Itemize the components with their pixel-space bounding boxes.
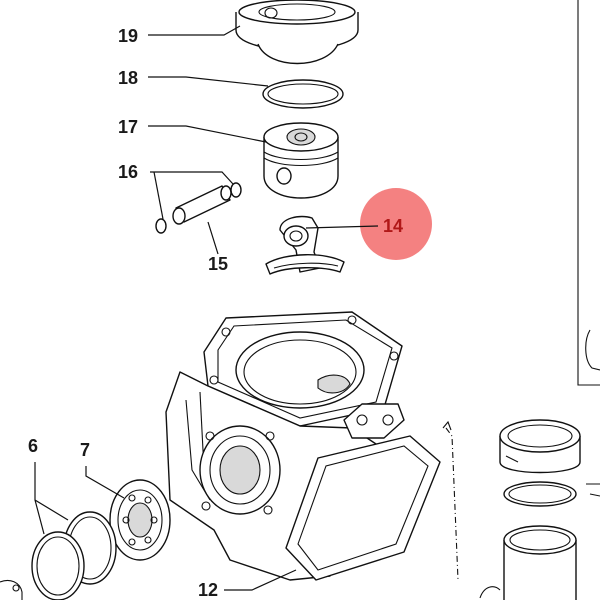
label-19: 19: [118, 26, 138, 46]
right-cylinder-parts: [499, 419, 600, 600]
part-19-cup: [235, 0, 359, 65]
label-7: 7: [80, 440, 90, 460]
assembly-axis-line: [445, 427, 459, 581]
leader-16a: [150, 171, 234, 185]
leader-6: [34, 462, 69, 535]
inset-frame: [577, 0, 600, 386]
highlight-circle: [360, 188, 432, 260]
part-14-connecting-rod: [265, 215, 345, 275]
part-6-seal-rings: [31, 511, 117, 600]
leader-7: [85, 466, 125, 499]
leader-12: [224, 569, 297, 591]
bottom-left-fragment: [0, 579, 23, 600]
part-7-ball-bearing: [109, 479, 171, 561]
label-18: 18: [118, 68, 138, 88]
leader-14: [305, 225, 379, 229]
part-12-crankcase: [165, 311, 441, 581]
label-16: 16: [118, 162, 138, 182]
label-17: 17: [118, 117, 138, 137]
label-6: 6: [28, 436, 38, 456]
part-17-piston: [263, 122, 339, 199]
part-15-piston-pin: [172, 185, 232, 225]
part-16-circlips: [155, 182, 242, 234]
bottom-ring-fragment: [479, 586, 501, 599]
inset-part-fragment: [585, 329, 600, 371]
leader-17: [148, 125, 267, 143]
part-18-o-ring: [262, 79, 344, 109]
leader-16b: [153, 171, 164, 220]
leader-15: [207, 221, 219, 255]
label-15: 15: [208, 254, 228, 274]
axis-arrow: [442, 420, 452, 431]
leader-19: [148, 25, 241, 36]
label-14: 14: [383, 216, 403, 236]
leader-18: [148, 76, 269, 87]
small-ring-fragment: [12, 584, 20, 592]
label-12: 12: [198, 580, 218, 600]
